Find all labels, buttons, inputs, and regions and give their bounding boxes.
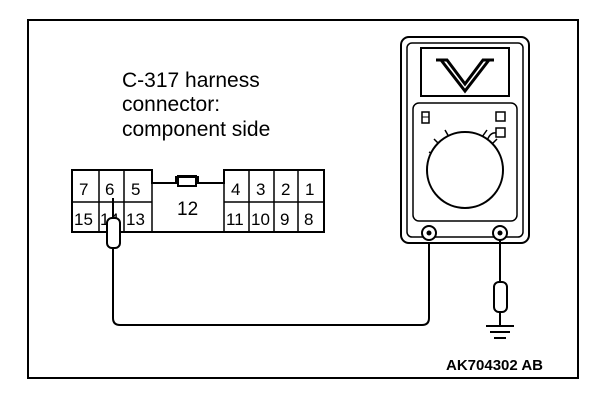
- test-lead-wire: [112, 236, 430, 326]
- ground-lead: [493, 240, 508, 326]
- pin-1: 1: [305, 180, 314, 199]
- meter-button-top-icon: [495, 111, 506, 122]
- pin-13: 13: [126, 210, 145, 229]
- pin-15: 15: [74, 210, 93, 229]
- pin-8: 8: [304, 210, 313, 229]
- pin-3: 3: [256, 180, 265, 199]
- ground-symbol-icon: [486, 325, 514, 339]
- figure-code: AK704302 AB: [446, 357, 543, 374]
- caption-line-1: C-317 harness: [122, 69, 260, 92]
- pin-11: 11: [226, 210, 244, 229]
- test-probe-pin-14: [106, 198, 121, 249]
- harness-connector: 7 6 5 15 14 13 12 4 3 2 1 11 10 9 8: [71, 169, 325, 233]
- pin-9: 9: [280, 210, 289, 229]
- pin-10: 10: [251, 210, 270, 229]
- pin-5: 5: [131, 180, 140, 199]
- meter-rotary-dial: [426, 131, 504, 209]
- pin-6: 6: [105, 180, 114, 199]
- voltage-v-icon: [436, 58, 494, 94]
- meter-display: [420, 47, 510, 97]
- connector-latch: [177, 175, 197, 187]
- caption-line-2: connector:: [122, 93, 220, 116]
- pin-2: 2: [281, 180, 290, 199]
- multimeter: [400, 36, 530, 244]
- pin-7: 7: [79, 180, 88, 199]
- outer-frame: [27, 19, 579, 379]
- pin-4: 4: [231, 180, 240, 199]
- caption-line-3: component side: [122, 118, 270, 141]
- pin-12: 12: [177, 199, 198, 220]
